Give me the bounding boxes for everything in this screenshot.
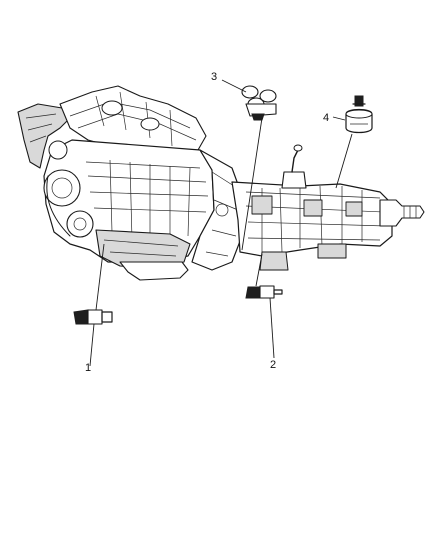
- engine-transmission-assembly-icon: [17, 85, 425, 281]
- callout-4: 4: [323, 112, 329, 124]
- sensor-icon: [73, 309, 113, 325]
- sensor-icon: [241, 85, 277, 121]
- leader-lines: [89, 79, 353, 367]
- sensor-icon: [245, 285, 283, 299]
- callout-2: 2: [270, 359, 276, 371]
- callout-3: 3: [211, 71, 217, 83]
- sensor-icon: [345, 95, 373, 134]
- callout-1: 1: [85, 362, 91, 374]
